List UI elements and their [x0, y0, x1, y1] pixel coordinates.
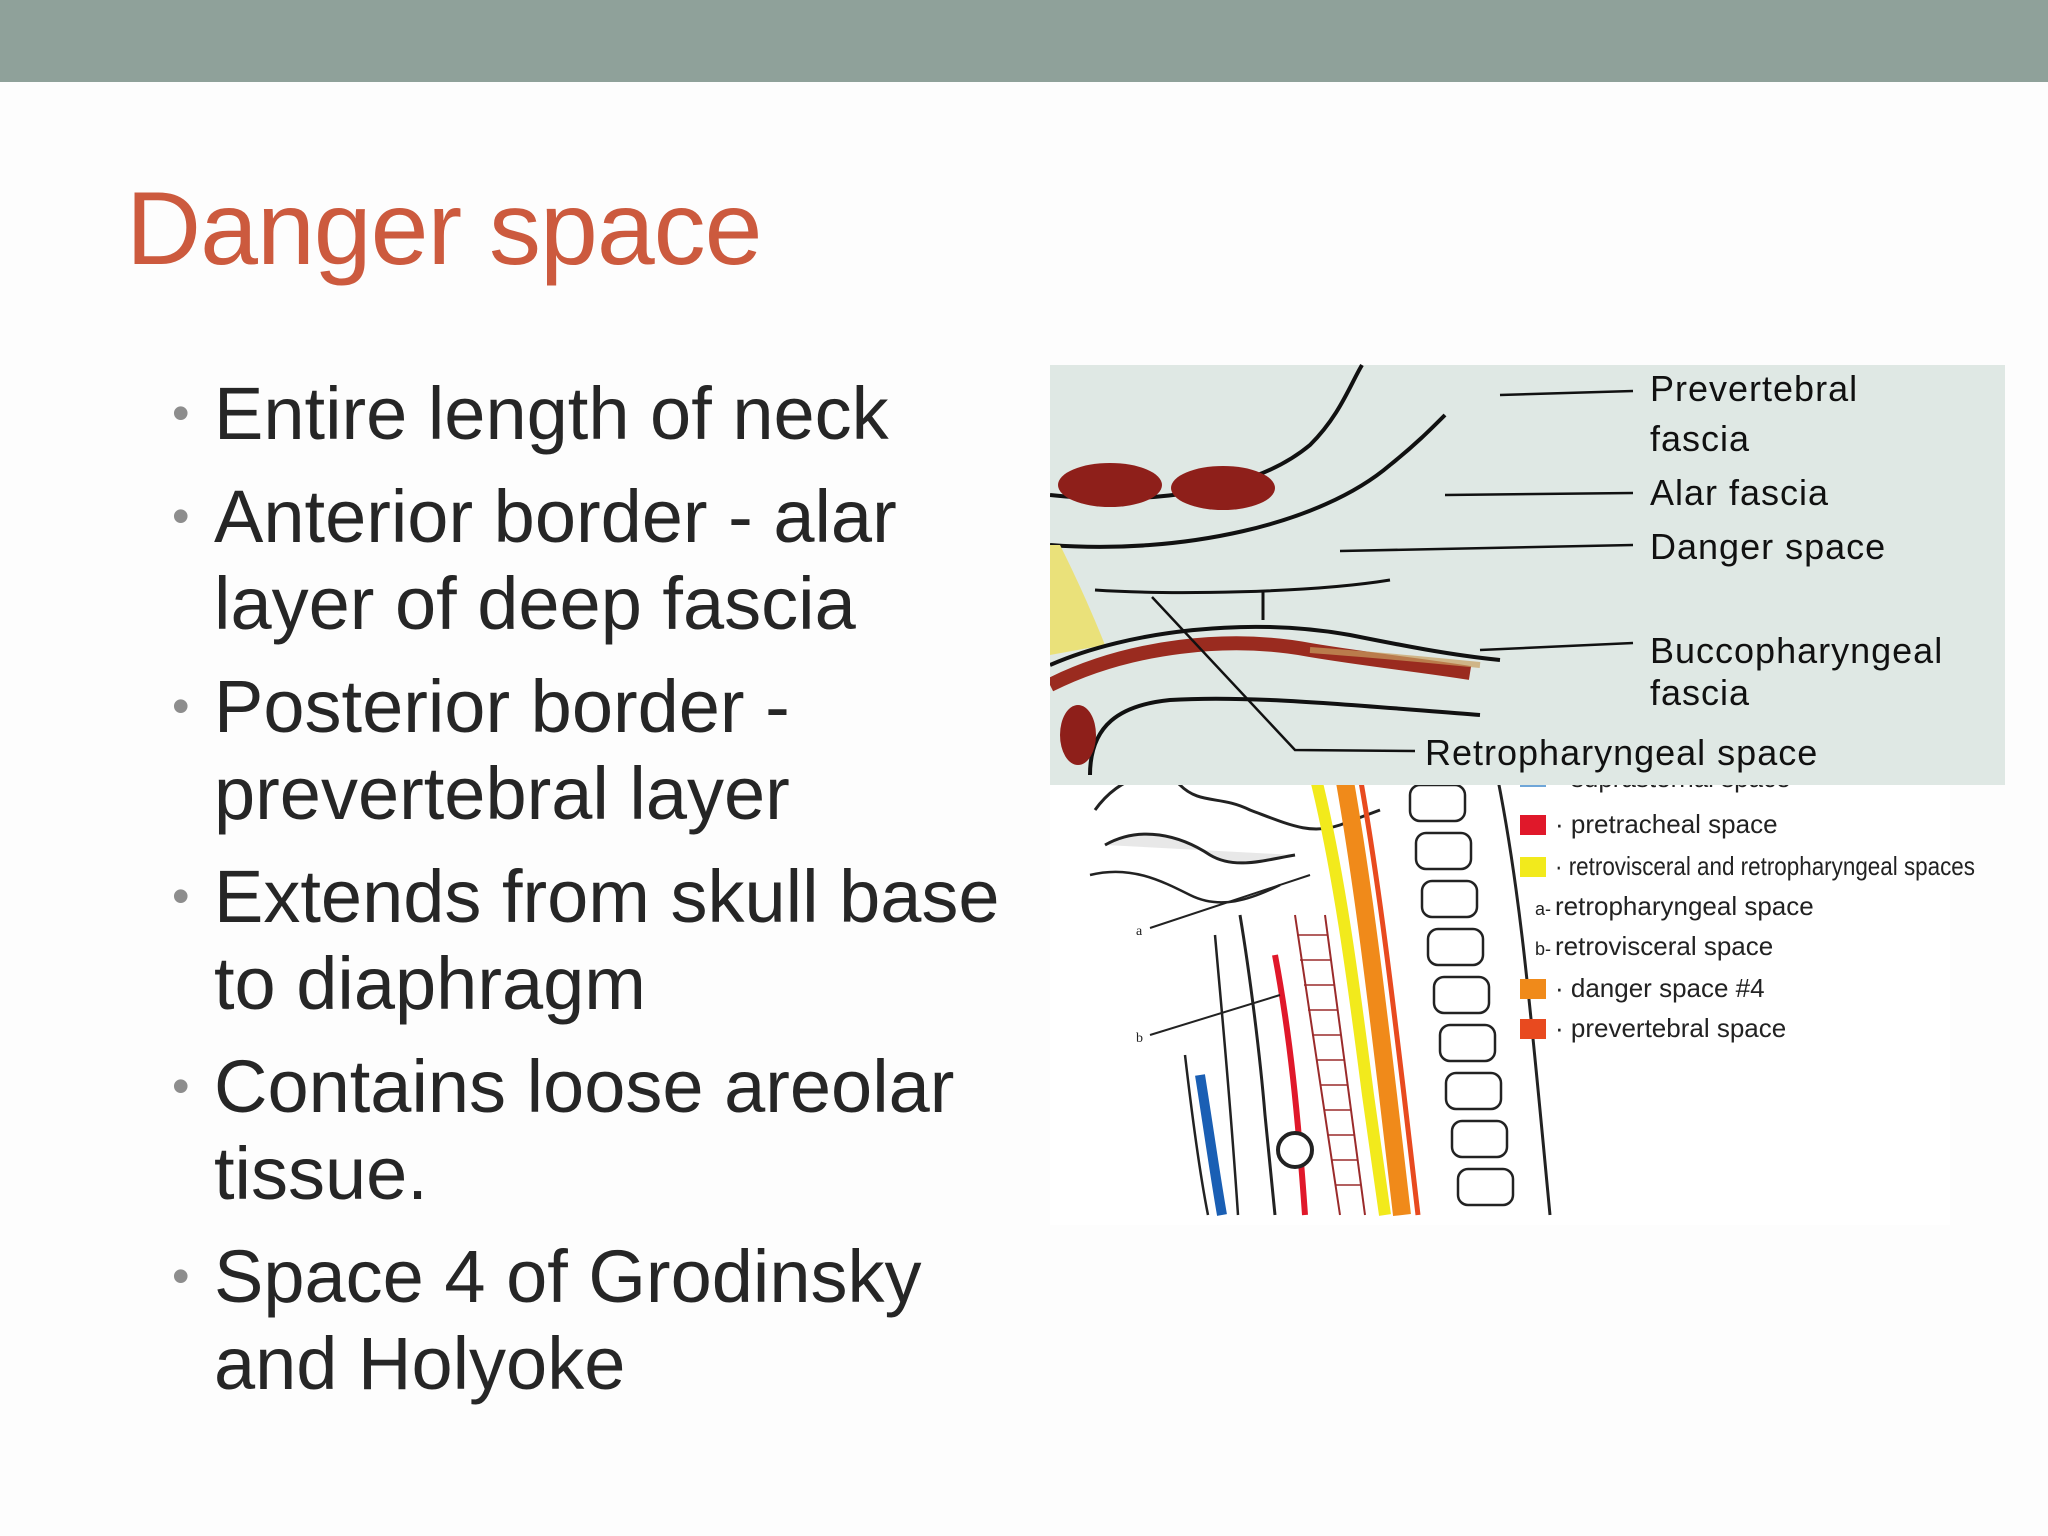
legend-swatch-prevertebral — [1520, 1019, 1546, 1039]
bullet-item: • Contains loose areolar tissue. — [172, 1043, 1032, 1217]
bullet-item: • Space 4 of Grodinsky and Holyoke — [172, 1233, 1032, 1407]
label-alar-fascia: Alar fascia — [1650, 472, 1829, 513]
bullet-text: Entire length of neck — [214, 372, 889, 455]
legend-danger: · danger space #4 — [1555, 973, 1765, 1003]
top-band — [0, 0, 2048, 82]
bullet-text: Contains loose areolar tissue. — [214, 1045, 955, 1215]
bullet-text: Space 4 of Grodinsky and Holyoke — [214, 1235, 922, 1405]
legend-a-text: retropharyngeal space — [1555, 891, 1814, 921]
bullet-text: Anterior border - alar layer of deep fas… — [214, 475, 897, 645]
legend-swatch-retro — [1520, 857, 1546, 877]
pointer-b: b — [1136, 1031, 1143, 1046]
bullet-text: Posterior border - prevertebral layer — [214, 665, 790, 835]
anatomy-figure: a b · suprasternal space · pretracheal s… — [1050, 363, 2005, 1225]
legend-retrovisceral-retropharyngeal: · retrovisceral and retropharyngeal spac… — [1555, 851, 1975, 881]
bullet-item: • Entire length of neck — [172, 370, 1032, 457]
bullet-list: • Entire length of neck • Anterior border … — [172, 370, 1032, 1423]
label-prevertebral-1: Prevertebral — [1650, 368, 1858, 409]
legend-swatch-danger — [1520, 979, 1546, 999]
pointer-a: a — [1136, 924, 1143, 939]
legend-b-label: b- — [1535, 939, 1551, 959]
legend-prevertebral: · prevertebral space — [1555, 1013, 1786, 1043]
legend-swatch-pretracheal — [1520, 815, 1546, 835]
fascia-inset: Prevertebral fascia Alar fascia Danger s… — [1050, 363, 2005, 785]
bullet-dot-icon: • — [172, 1058, 190, 1114]
bullet-dot-icon: • — [172, 678, 190, 734]
bullet-item: • Extends from skull base to diaphragm — [172, 853, 1032, 1027]
bullet-dot-icon: • — [172, 488, 190, 544]
label-danger-space: Danger space — [1650, 526, 1886, 567]
legend-b-text: retrovisceral space — [1555, 931, 1773, 961]
label-prevertebral-2: fascia — [1650, 418, 1750, 459]
slide-title: Danger space — [126, 171, 763, 287]
legend-pretracheal: · pretracheal space — [1555, 809, 1778, 839]
label-buccopharyngeal-1: Buccopharyngeal — [1650, 630, 1943, 671]
legend-a-label: a- — [1535, 899, 1551, 919]
label-buccopharyngeal-2: fascia — [1650, 672, 1750, 713]
sagittal-neck-diagram: a b — [1050, 755, 1950, 1225]
bullet-dot-icon: • — [172, 868, 190, 924]
label-retropharyngeal-space: Retropharyngeal space — [1425, 732, 1818, 773]
bullet-text: Extends from skull base to diaphragm — [214, 855, 1000, 1025]
bullet-item: • Posterior border - prevertebral layer — [172, 663, 1032, 837]
bullet-dot-icon: • — [172, 1248, 190, 1304]
bullet-item: • Anterior border - alar layer of deep fa… — [172, 473, 1032, 647]
bullet-dot-icon: • — [172, 385, 190, 441]
